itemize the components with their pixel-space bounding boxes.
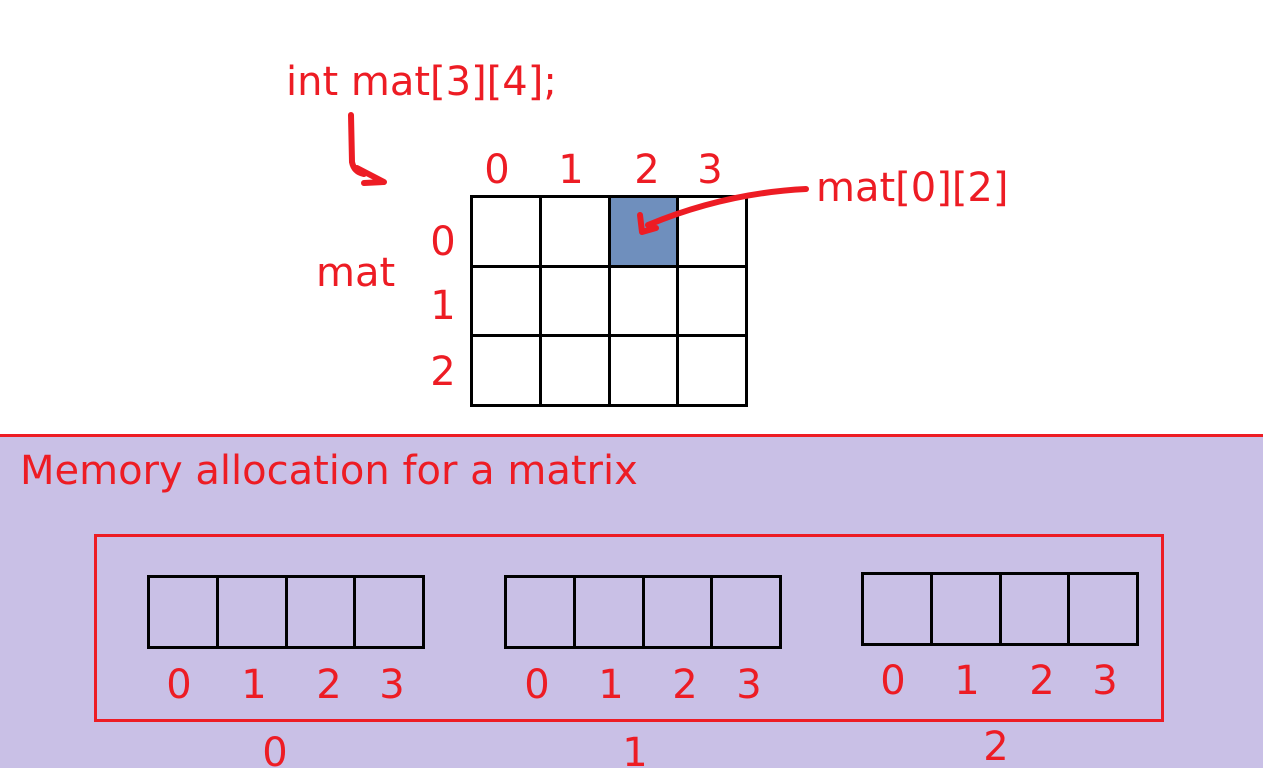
memory-allocation-section: Memory allocation for a matrix 0 1 2 3 0… xyxy=(0,434,1263,773)
memory-row-block-0 xyxy=(147,575,425,649)
matrix-cell xyxy=(676,334,748,407)
memory-element-index: 3 xyxy=(736,662,762,708)
column-index-3: 3 xyxy=(697,147,723,193)
memory-cell xyxy=(215,575,288,649)
memory-cell xyxy=(861,572,933,646)
memory-element-index: 1 xyxy=(954,658,980,704)
matrix-cell xyxy=(676,264,748,338)
matrix-cell-highlighted xyxy=(607,195,680,268)
memory-cell xyxy=(572,575,645,649)
memory-frame: 0 1 2 3 0 1 2 3 0 1 2 3 xyxy=(94,534,1164,722)
memory-cell xyxy=(641,575,714,649)
memory-element-index: 2 xyxy=(1029,658,1055,704)
memory-element-index: 2 xyxy=(316,662,342,708)
memory-element-index: 0 xyxy=(880,658,906,704)
column-index-1: 1 xyxy=(558,147,584,193)
memory-title: Memory allocation for a matrix xyxy=(20,448,638,494)
memory-element-index: 1 xyxy=(241,662,267,708)
memory-cell xyxy=(284,575,357,649)
matrix-cell xyxy=(538,264,611,338)
matrix-grid xyxy=(470,195,748,407)
memory-cell xyxy=(710,575,782,649)
memory-row-block-2 xyxy=(861,572,1139,646)
memory-cell xyxy=(147,575,219,649)
matrix-row-1 xyxy=(470,264,748,338)
matrix-row-2 xyxy=(470,334,748,407)
row-index-0: 0 xyxy=(430,219,456,265)
row-index-1: 1 xyxy=(430,283,456,329)
matrix-cell xyxy=(470,195,542,268)
matrix-name-label: mat xyxy=(316,250,396,296)
matrix-cell xyxy=(470,334,542,407)
matrix-cell xyxy=(538,195,611,268)
memory-cell xyxy=(504,575,576,649)
column-index-0: 0 xyxy=(484,147,510,193)
memory-element-index: 3 xyxy=(1092,658,1118,704)
memory-row-block-1 xyxy=(504,575,782,649)
memory-cell xyxy=(353,575,425,649)
declaration-arrowhead xyxy=(354,165,387,186)
memory-element-index: 1 xyxy=(598,662,624,708)
memory-element-index: 0 xyxy=(166,662,192,708)
memory-cell xyxy=(929,572,1002,646)
row-index-2: 2 xyxy=(430,349,456,395)
memory-cell xyxy=(998,572,1071,646)
memory-element-index: 2 xyxy=(672,662,698,708)
matrix-cell xyxy=(538,334,611,407)
matrix-cell xyxy=(607,334,680,407)
memory-row-label-2: 2 xyxy=(983,724,1009,770)
pointer-label: mat[0][2] xyxy=(816,165,1009,211)
memory-row-label-0: 0 xyxy=(262,730,288,776)
declaration-arrow xyxy=(348,112,367,177)
matrix-row-0 xyxy=(470,195,748,268)
memory-row-label-1: 1 xyxy=(622,730,648,776)
matrix-cell xyxy=(607,264,680,338)
matrix-cell xyxy=(470,264,542,338)
memory-element-index: 0 xyxy=(524,662,550,708)
declaration-text: int mat[3][4]; xyxy=(286,59,557,105)
column-index-2: 2 xyxy=(634,147,660,193)
memory-element-index: 3 xyxy=(379,662,405,708)
memory-cell xyxy=(1067,572,1139,646)
matrix-cell xyxy=(676,195,748,268)
